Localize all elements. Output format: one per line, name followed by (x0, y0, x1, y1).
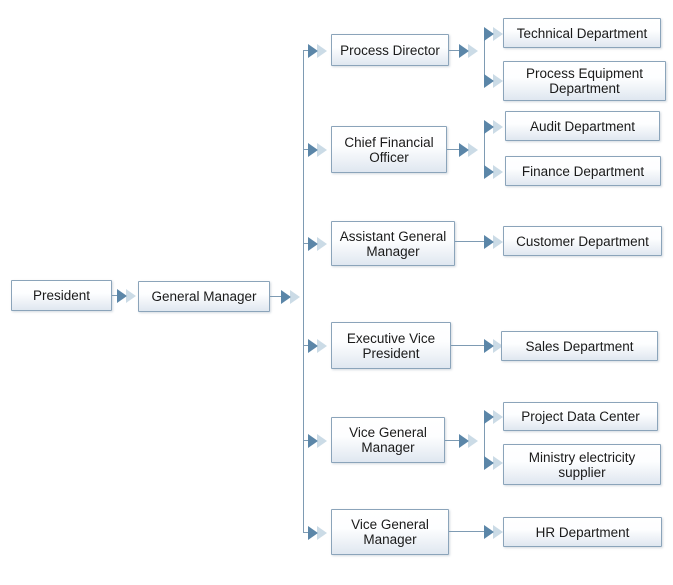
arrowhead-pd-to-technical (484, 27, 505, 41)
node-general-manager-label: General Manager (151, 289, 257, 304)
node-project-data-center-label: Project Data Center (521, 409, 640, 424)
node-hr-department[interactable]: HR Department (503, 517, 662, 547)
arrowhead-vgm1-out (459, 434, 480, 448)
node-technical-department-label: Technical Department (516, 25, 648, 41)
arrowhead-vgm2-to-hr (484, 525, 505, 539)
node-vgm2-label-line2: Manager (363, 532, 417, 547)
arrowhead-president-to-gm (117, 289, 138, 303)
node-finance-department-label: Finance Department (521, 163, 645, 179)
arrowhead-gm-to-trunk (281, 290, 302, 304)
node-hr-department-label: HR Department (535, 524, 630, 540)
connector-vgm1-out (445, 440, 461, 441)
node-vice-general-manager-2[interactable]: Vice General Manager (331, 509, 449, 555)
split-vgm1-vertical (484, 416, 485, 462)
connector-gm-to-trunk (270, 296, 282, 297)
split-pd-vertical (484, 33, 485, 80)
arrowhead-trunk-to-vgm2 (308, 526, 329, 540)
arrowhead-evp-to-sales (484, 339, 505, 353)
node-assistant-general-manager[interactable]: Assistant General Manager (331, 221, 455, 266)
node-sales-department[interactable]: Sales Department (501, 331, 658, 361)
arrowhead-trunk-to-cfo (308, 143, 329, 157)
arrowhead-trunk-to-agm (308, 237, 329, 251)
node-chief-financial-officer[interactable]: Chief Financial Officer (331, 126, 447, 173)
node-vgm1-label-line1: Vice General (349, 425, 427, 440)
node-customer-department-label: Customer Department (516, 233, 649, 249)
node-technical-department[interactable]: Technical Department (503, 18, 661, 48)
node-agm-label-line1: Assistant General (339, 228, 447, 244)
arrowhead-agm-to-customer (484, 235, 505, 249)
node-ministry-electricity-supplier[interactable]: Ministry electricity supplier (503, 444, 661, 485)
arrowhead-cfo-to-audit (484, 120, 505, 134)
node-executive-vice-president[interactable]: Executive Vice President (331, 322, 451, 369)
arrowhead-vgm1-to-ministry (484, 456, 505, 470)
node-process-equipment-label-line1: Process Equipment (525, 66, 644, 81)
node-cfo-label-line1: Chief Financial (344, 134, 434, 150)
node-process-director[interactable]: Process Director (331, 34, 449, 66)
connector-vgm2-to-hr (449, 531, 484, 532)
node-evp-label-line2: President (362, 345, 420, 361)
arrowhead-pd-to-process-equipment (484, 74, 505, 88)
node-sales-department-label: Sales Department (525, 338, 634, 354)
arrowhead-pd-out (459, 44, 480, 58)
connector-cfo-out (447, 149, 461, 150)
connector-agm-to-customer (455, 241, 485, 242)
node-audit-department[interactable]: Audit Department (505, 111, 660, 141)
node-president-label: President (32, 288, 91, 303)
node-general-manager[interactable]: General Manager (138, 281, 270, 312)
node-process-director-label: Process Director (340, 42, 440, 58)
arrowhead-cfo-out (459, 143, 480, 157)
node-finance-department[interactable]: Finance Department (505, 156, 661, 186)
node-ministry-label-line2: supplier (558, 464, 606, 480)
connector-pd-out (449, 50, 461, 51)
node-vgm2-label-line1: Vice General (351, 517, 429, 532)
split-cfo-vertical (484, 126, 485, 171)
node-agm-label-line2: Manager (366, 243, 420, 259)
node-evp-label-line1: Executive Vice (346, 330, 436, 346)
node-cfo-label-line2: Officer (369, 149, 409, 165)
node-president[interactable]: President (11, 280, 112, 311)
node-vice-general-manager-1[interactable]: Vice General Manager (331, 417, 445, 463)
arrowhead-cfo-to-finance (484, 165, 505, 179)
arrowhead-trunk-to-process-director (308, 44, 329, 58)
node-customer-department[interactable]: Customer Department (503, 226, 662, 256)
connector-president-to-gm (112, 295, 120, 296)
connector-evp-to-sales (451, 345, 484, 346)
node-audit-department-label: Audit Department (529, 118, 636, 134)
node-process-equipment-department[interactable]: Process Equipment Department (503, 61, 666, 101)
node-process-equipment-label-line2: Department (549, 81, 620, 96)
node-vgm1-label-line2: Manager (361, 440, 415, 455)
arrowhead-trunk-to-evp (308, 339, 329, 353)
trunk-vertical-line (303, 50, 304, 532)
arrowhead-vgm1-to-project-data-center (484, 410, 505, 424)
arrowhead-trunk-to-vgm1 (308, 434, 329, 448)
node-ministry-label-line1: Ministry electricity (528, 449, 636, 465)
node-project-data-center[interactable]: Project Data Center (503, 402, 658, 431)
